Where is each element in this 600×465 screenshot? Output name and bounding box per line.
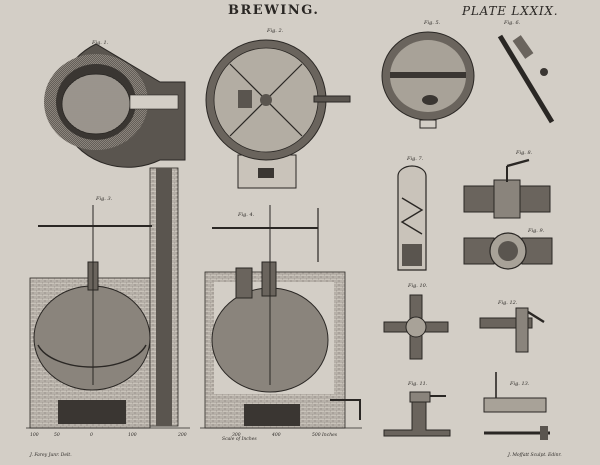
plate-number: PLATE LXXIX. [462, 4, 559, 18]
fig-13-label: Fig. 13. [510, 381, 530, 387]
fig-12-label: Fig. 12. [498, 300, 518, 306]
scale-tick-right-1: 400 [272, 433, 281, 438]
fig-11-bracket [383, 391, 451, 437]
fig-6-label: Fig. 6. [504, 20, 521, 26]
fig-1-label: Fig. 1. [92, 40, 109, 46]
fig-10-label: Fig. 10. [408, 283, 428, 289]
fig-8-label: Fig. 8. [516, 150, 533, 156]
fig-9-label: Fig. 9. [528, 228, 545, 234]
fig-4-label: Fig. 4. [238, 212, 255, 218]
scale-tick-right-0: 300 [232, 433, 241, 438]
scale-caption: Scale of Inches [222, 437, 257, 442]
fig-5-manhole-cover [381, 31, 475, 129]
scale-tick-left-0: 100 [30, 433, 39, 438]
fig-11-label: Fig. 11. [408, 381, 428, 387]
draughtsman-credit: J. Farey Junr. Delt. [30, 453, 72, 458]
plate-title: BREWING. [228, 3, 320, 18]
fig-12-tap [479, 307, 545, 353]
fig-7-valve-frame [397, 165, 427, 271]
fig-2-copper-plan [205, 39, 351, 189]
fig-9-cock-section [463, 232, 553, 270]
scale-tick-left-3: 100 [128, 433, 137, 438]
fig-7-label: Fig. 7. [407, 156, 424, 162]
fig-1-furnace-plan [44, 43, 186, 168]
fig-10-cross-valve [383, 294, 449, 360]
fig-6-valve-bar [497, 34, 555, 124]
fig-3-copper-section [26, 167, 190, 429]
fig-2-label: Fig. 2. [267, 28, 284, 34]
fig-13-spigot [483, 372, 550, 440]
engraver-credit: J. Moffatt Sculpt. Edinr. [508, 453, 562, 458]
fig-8-cock [463, 158, 551, 219]
scale-tick-right-2: 500 Inches [312, 433, 338, 438]
scale-tick-left-2: 0 [90, 433, 93, 438]
fig-5-label: Fig. 5. [424, 20, 441, 26]
fig-4-copper-section [200, 205, 362, 429]
scale-tick-left-1: 50 [54, 433, 60, 438]
fig-3-label: Fig. 3. [96, 196, 113, 202]
scale-tick-left-4: 200 [178, 433, 187, 438]
